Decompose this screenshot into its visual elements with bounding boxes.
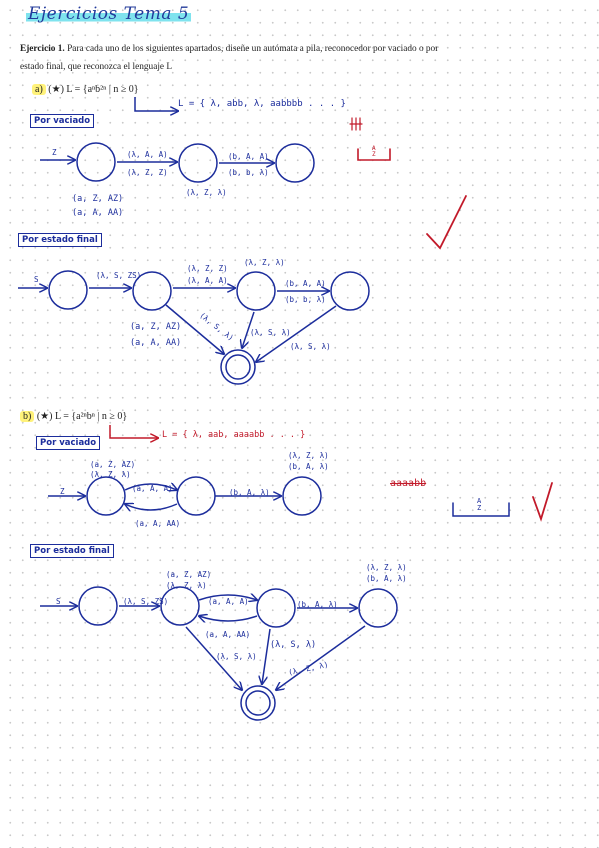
b-vac-loop2-2: (b, A, λ) <box>288 462 329 471</box>
a-vac-state-0 <box>76 142 116 182</box>
a-fin-start-symbol: S <box>34 275 39 284</box>
b-fin-loop3-1: (λ, Z, λ) <box>366 563 407 572</box>
a-vac-t1-top: (λ, A, A) <box>127 150 168 159</box>
part-a-language: (★) L = {aⁿb²ⁿ | n ≥ 0} <box>48 84 139 95</box>
a-fin-state-2 <box>236 271 276 311</box>
a-vac-state-1 <box>178 143 218 183</box>
a-words-arrow <box>134 97 178 111</box>
b-vac-start-symbol: Z <box>60 487 65 496</box>
a-vac-start-symbol: Z <box>52 148 57 157</box>
b-fin-t21: (a, A, AA) <box>205 630 251 639</box>
exercise-statement: Ejercicio 1. Para cada uno de los siguie… <box>20 41 440 76</box>
a-vac-t2-top: (b, A, A) <box>228 152 269 161</box>
a-fin-t12-top: (λ, Z, Z) <box>187 264 228 273</box>
b-vac-t02: (b, A, λ) <box>229 488 270 497</box>
b-fin-loop1-1: (a, Z, AZ) <box>166 570 212 579</box>
b-fin-final-state <box>240 685 276 721</box>
a-stack-letters: A Z <box>372 145 376 158</box>
a-fin-state-3 <box>330 271 370 311</box>
a-fin-t23-top: (b, A, A) <box>285 279 326 288</box>
b-fin-state-1 <box>160 586 200 626</box>
b-fin-t01: (λ, S, ZS) <box>123 597 169 606</box>
exercise-text: Para cada uno de los siguientes apartado… <box>20 44 439 72</box>
part-b-words: L = { λ, aab, aaaabb . . . } <box>162 430 306 440</box>
b-vac-scribble: aaaabb <box>390 478 427 489</box>
part-a-header: a) (★) L = {aⁿb²ⁿ | n ≥ 0} <box>32 84 139 95</box>
part-a-vaciado-title: Por vaciado <box>30 114 95 128</box>
b-vac-t10: (a, A, AA) <box>135 519 181 528</box>
b-vac-state-2 <box>282 476 322 516</box>
part-b-language: (★) L = {a²ⁿbⁿ | n ≥ 0} <box>36 411 128 422</box>
b-stack-note <box>452 502 510 517</box>
part-b-label: b) <box>20 411 35 422</box>
a-fin-loop1-2: (a, A, AA) <box>130 338 182 348</box>
b-vac-state-0 <box>86 476 126 516</box>
b-vac-t01: (a, A, A) <box>132 484 173 493</box>
b-check-mark <box>532 482 553 522</box>
a-fin-state-0 <box>48 270 88 310</box>
b-fin-loop3-2: (b, A, λ) <box>366 574 407 583</box>
a-check-mark <box>426 195 467 250</box>
a-vac-loop0-1: (a, Z, AZ) <box>72 194 124 204</box>
a-fin-t12-bottom: (λ, A, A) <box>187 276 228 285</box>
part-b-header: b) (★) L = {a²ⁿbⁿ | n ≥ 0} <box>20 411 127 422</box>
part-a-label: a) <box>32 84 46 95</box>
part-b-final-title: Por estado final <box>30 544 114 558</box>
a-vac-loop0-2: (a, A, AA) <box>72 208 124 218</box>
a-stack-note <box>357 148 391 161</box>
b-fin-to-final-2: (λ, S, λ) <box>270 640 317 650</box>
a-fin-loop1-1: (a, Z, AZ) <box>130 322 182 332</box>
b-stack-letters: A Z <box>477 497 482 512</box>
page-title: Ejercicios Tema 5 <box>26 4 192 24</box>
a-fin-to-final-3: (λ, S, λ) <box>290 342 331 351</box>
part-a-words: L = { λ, abb, λ, aabbbb . . . } <box>178 99 346 109</box>
a-vac-below-q1: (λ, Z, λ) <box>186 188 227 197</box>
a-vac-state-2 <box>275 143 315 183</box>
a-fin-t01: (λ, S, ZS) <box>96 271 142 280</box>
a-vac-t2-bottom: (b, b, λ) <box>228 168 269 177</box>
b-fin-state-3 <box>358 588 398 628</box>
b-fin-t12: (a, A, A) <box>208 597 249 606</box>
b-fin-state-2 <box>256 588 296 628</box>
b-fin-start-symbol: S <box>56 597 61 606</box>
b-vac-loop0-2: (λ, Z, λ) <box>90 470 131 479</box>
a-scribble <box>349 117 363 131</box>
exercise-heading: Ejercicio 1. <box>20 44 65 54</box>
b-vac-loop2-1: (λ, Z, λ) <box>288 451 329 460</box>
a-fin-t23-bottom: (b, b, λ) <box>285 295 326 304</box>
part-b-vaciado-title: Por vaciado <box>36 436 101 450</box>
a-vac-t1-bottom: (λ, Z, Z) <box>127 168 168 177</box>
b-fin-state-0 <box>78 586 118 626</box>
a-fin-final-state <box>220 349 256 385</box>
a-fin-loop2: (λ, Z, λ) <box>244 258 285 267</box>
a-fin-state-1 <box>132 271 172 311</box>
b-words-arrow <box>109 425 158 438</box>
b-fin-to-final-1: (λ, S, λ) <box>216 652 257 661</box>
b-fin-loop1-2: (λ, Z, λ) <box>166 581 207 590</box>
a-fin-to-final-2: (λ, S, λ) <box>250 328 291 337</box>
part-a-final-title: Por estado final <box>18 233 102 247</box>
b-vac-loop0-1: (a, Z, AZ) <box>90 460 136 469</box>
b-fin-t23: (b, A, λ) <box>297 600 338 609</box>
